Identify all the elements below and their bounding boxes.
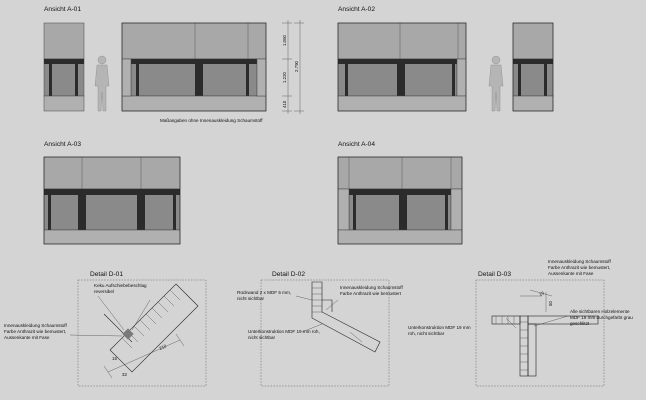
d03-label-sub-2: roh, nicht sichtbar: [408, 331, 445, 336]
d01-label-left-2: Farbe Anthrazit wie bemustert,: [4, 329, 66, 334]
detail-title-d02: Detail D-02: [272, 271, 305, 278]
d01-dim-15: 15: [112, 356, 117, 361]
d03-label-top-3: Aussenkante mit Fase: [548, 271, 594, 276]
dim-lower: 410: [282, 100, 287, 108]
d02-label-inner-2: Farbe Anthrazit wie bemustert: [340, 291, 402, 296]
dim-total: 2.790: [294, 60, 299, 72]
d02-label-sub-2: nicht sichtbar: [248, 335, 276, 340]
dimension-chain: 1.060 1.220 410 2.790: [282, 20, 304, 114]
view-title-a03: Ansicht A-03: [44, 141, 81, 148]
detail-title-d03: Detail D-03: [478, 271, 511, 278]
d02-label-back-1: Rückwand 2 x MDF 5 mm,: [237, 290, 291, 295]
view-title-a01: Ansicht A-01: [44, 6, 81, 13]
detail-title-d01: Detail D-01: [90, 271, 123, 278]
person-silhouette-2: [488, 55, 504, 112]
dimension-note: Maßangaben ohne Innenauskleidung Schaums…: [160, 118, 263, 123]
elevation-a03: [43, 156, 181, 245]
d03-dim-15: 15: [538, 290, 545, 297]
d01-dim-32: 32: [122, 372, 127, 377]
view-title-a04: Ansicht A-04: [338, 141, 375, 148]
d03-label-top-1: Innenauskleidung Schaumstoff: [548, 259, 611, 264]
d01-label-left-1: Innenauskleidung Schaumstoff: [4, 323, 67, 328]
dim-middle: 1.220: [282, 71, 287, 83]
d01-label-top-1: Keku Aufschiebebeschlag: [94, 283, 147, 288]
d02-label-back-2: nicht sichtbar: [237, 296, 265, 301]
view-title-a02: Ansicht A-02: [338, 6, 375, 13]
d02-label-inner-1: Innenauskleidung Schaumstoff: [340, 285, 403, 290]
elevation-a02: [337, 22, 554, 112]
detail-d02: [260, 279, 390, 387]
detail-d03: [475, 279, 605, 387]
d01-dim-210: 210: [158, 343, 167, 351]
d03-label-right-1: Alle sichtbaren Holzelemente: [570, 309, 630, 314]
d03-dim-50: 50: [548, 301, 553, 306]
dim-upper: 1.060: [282, 34, 287, 46]
person-silhouette: [94, 55, 110, 112]
d03-label-top-2: Farbe Anthrazit wie bemustert,: [548, 265, 610, 270]
d02-label-sub-1: Unterkonstruktion MDF 19 mm roh,: [248, 329, 320, 334]
elevation-a04: [337, 156, 463, 245]
d03-label-right-3: geschlitzt: [570, 321, 590, 326]
d01-label-left-3: Aussenkante mit Fase: [4, 335, 50, 340]
d03-label-right-2: MDF 19 mm durchgefärbt grau: [570, 315, 633, 320]
d01-label-top-2: reversibel: [94, 289, 114, 294]
d03-label-sub-1: Unterkonstruktion MDF 19 mm: [408, 325, 471, 330]
elevation-a01: [43, 22, 267, 112]
